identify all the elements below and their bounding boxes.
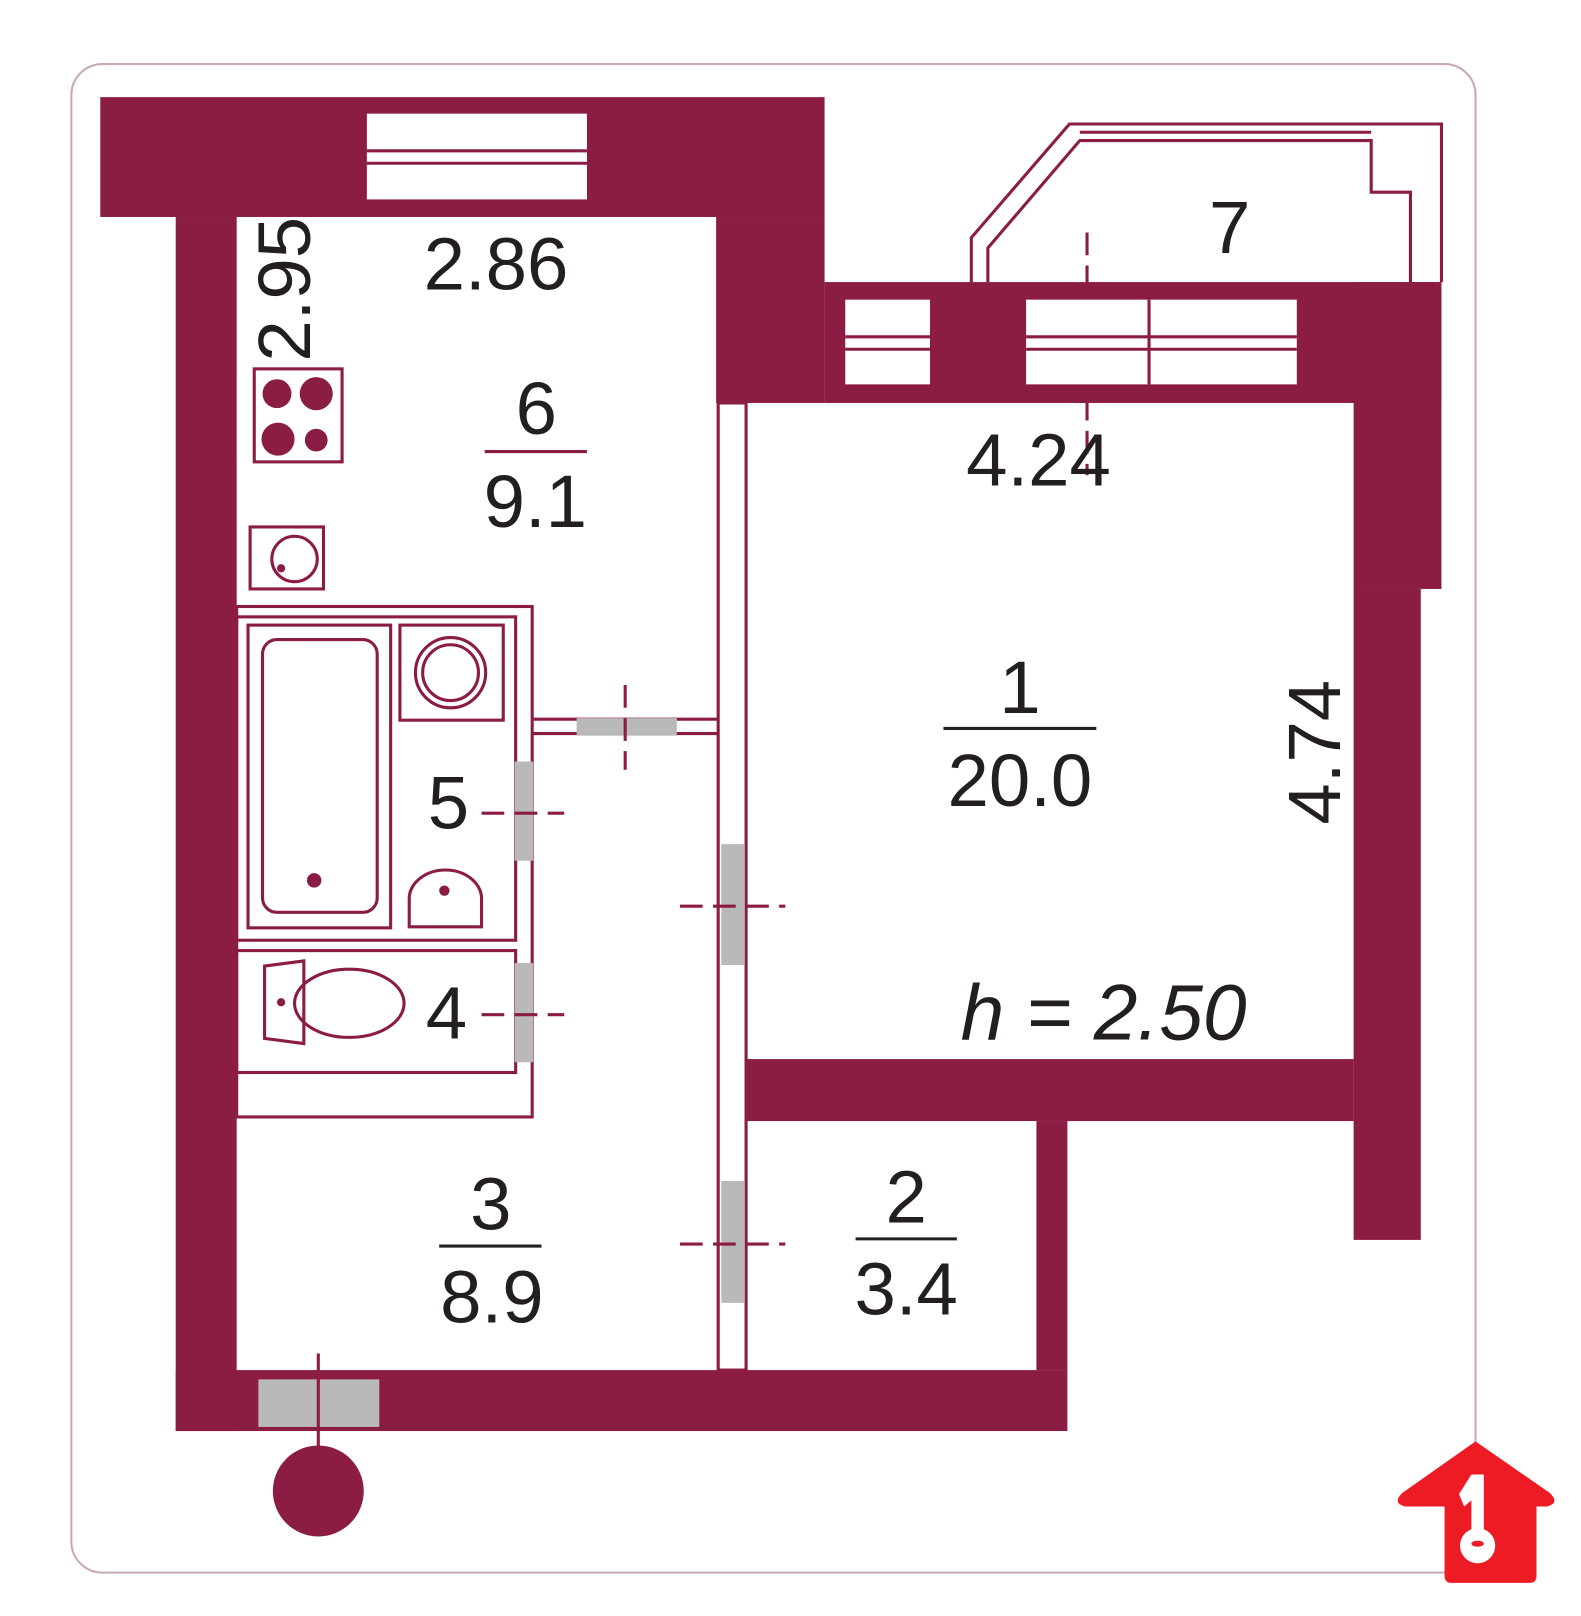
house-key-icon [1397, 1441, 1555, 1583]
room-5-number: 5 [428, 762, 469, 845]
bathtub [260, 638, 379, 914]
room-7-number: 7 [1209, 186, 1250, 269]
toilet [263, 959, 406, 1046]
washing-machine [398, 623, 505, 722]
room-3-area: 8.9 [440, 1256, 543, 1339]
entrance-marker [272, 1353, 364, 1537]
window-kitchen [366, 113, 587, 200]
bathroom-block [235, 604, 719, 1119]
plan-frame [70, 63, 1477, 1574]
room-4-number: 4 [426, 971, 467, 1054]
window-room [845, 299, 1297, 385]
stove [252, 367, 344, 464]
room-depth-label: 4.74 [1273, 680, 1356, 825]
room-3-number: 3 [470, 1163, 511, 1246]
kitchen-sink [248, 525, 326, 591]
room-2-area: 3.4 [855, 1247, 958, 1330]
balcony [969, 122, 1443, 476]
room-6-area: 9.1 [484, 460, 587, 543]
ceiling-height-label: h = 2.50 [961, 968, 1247, 1056]
sink-bath [407, 868, 484, 929]
room-width-label: 4.24 [966, 419, 1111, 502]
kitchen-depth-label: 2.95 [243, 217, 326, 362]
room-1-area: 20.0 [947, 739, 1092, 822]
room-2-number: 2 [886, 1155, 927, 1238]
room-6-number: 6 [516, 367, 557, 450]
room-1-number: 1 [999, 646, 1040, 729]
kitchen-width-label: 2.86 [424, 222, 569, 305]
